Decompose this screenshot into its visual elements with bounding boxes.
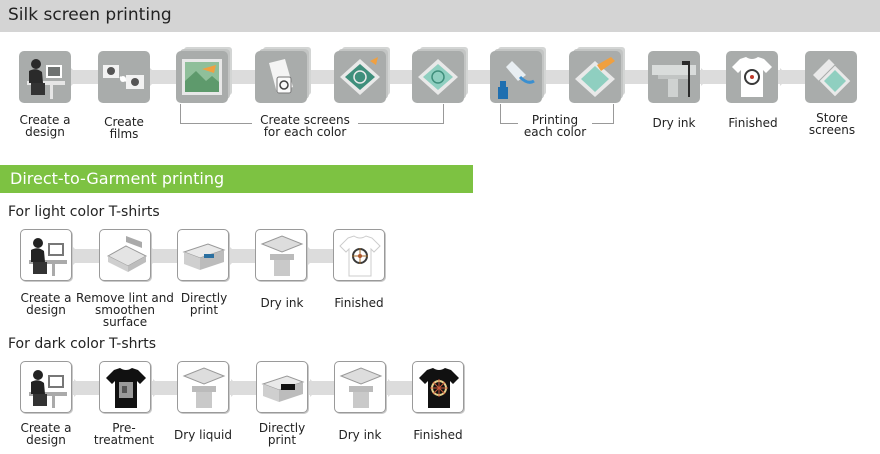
arrow-icon [229,68,238,86]
stored-screens-icon [805,51,857,103]
step-label-dry-ink: Dry ink [652,116,696,130]
arrow-icon [465,68,474,86]
light-step-label-create-design: Create a design [20,291,72,317]
dtg-header: Direct-to-Garment printing [0,165,473,193]
dark-step-label-dry-ink: Dry ink [338,428,382,442]
garment-printer-icon [256,361,308,413]
silk-screen-header: Silk screen printing [0,0,880,32]
arrow-icon [230,247,239,265]
person-at-computer-icon [20,229,72,281]
arrow-icon [150,68,159,86]
step-label-create-design: Create a design [19,113,71,139]
arrow-icon [388,379,397,397]
dark-step-label-create-design: Create a design [20,421,72,447]
group-label-create-screens: Create screens for each color [252,114,358,138]
arrow-icon [544,68,553,86]
dtg-title: Direct-to-Garment printing [10,169,225,188]
black-tshirt-pretreat-icon [99,361,151,413]
arrow-icon [231,379,240,397]
step-label-store-screens: Store screens [808,111,856,137]
arrow-icon [310,379,319,397]
group-label-printing: Printing each color [518,114,592,138]
heat-press-icon [99,229,151,281]
dark-step-label-directly-print: Directly print [258,421,306,447]
black-tshirt-icon [412,361,464,413]
step-label-finished: Finished [728,116,778,130]
light-tshirts-title: For light color T-shirts [8,204,160,220]
films-icon [98,51,150,103]
dark-step-label-pre-treatment: Pre-treatment [93,421,155,447]
arrow-icon [780,68,789,86]
arrow-icon [308,247,317,265]
screen-photo-icon [176,51,228,103]
arrow-icon [386,68,395,86]
arrow-icon [151,247,160,265]
silk-screen-title: Silk screen printing [8,5,172,25]
arrow-icon [74,379,83,397]
dryer-icon [177,361,229,413]
person-at-computer-icon [20,361,72,413]
squeegee-icon [569,51,621,103]
light-step-label-directly-print: Directly print [180,291,228,317]
screen-exposure-icon [334,51,386,103]
dryer-icon [334,361,386,413]
emulsion-bottle-icon [255,51,307,103]
dark-step-label-finished: Finished [413,428,463,442]
finished-screen-icon [412,51,464,103]
tshirt-icon [726,51,778,103]
arrow-icon [308,68,317,86]
dark-tshirts-title: For dark color T-shrts [8,336,157,352]
ink-bottle-icon [490,51,542,103]
arrow-icon [153,379,162,397]
arrow-icon [623,68,632,86]
light-step-label-dry-ink: Dry ink [260,296,304,310]
light-step-label-finished: Finished [334,296,384,310]
person-at-computer-icon [19,51,71,103]
light-step-label-remove-lint: Remove lint and smoothen surface [76,291,174,329]
step-label-create-films: Create films [104,115,144,141]
white-tshirt-icon [333,229,385,281]
dark-step-label-dry-liquid: Dry liquid [174,428,232,442]
dryer-icon [255,229,307,281]
dryer-icon [648,51,700,103]
garment-printer-icon [177,229,229,281]
arrow-icon [73,247,82,265]
arrow-icon [71,68,80,86]
arrow-icon [701,68,710,86]
